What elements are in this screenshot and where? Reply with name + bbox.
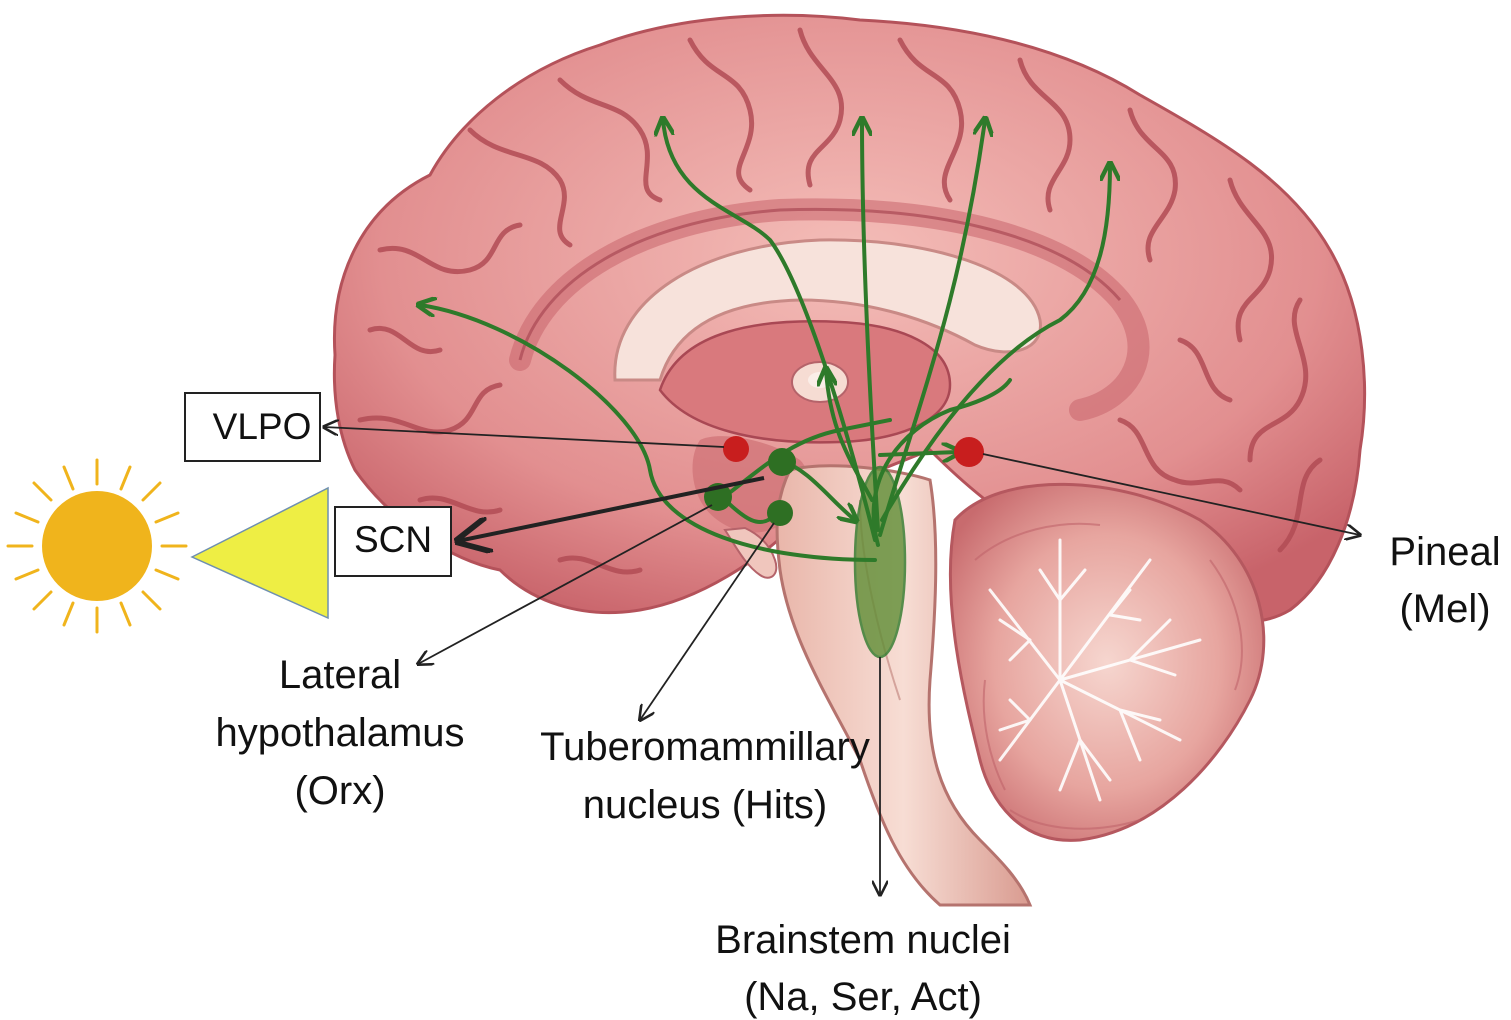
tuberomammillary-node	[767, 500, 793, 526]
pineal-label: Pineal (Mel)	[1389, 530, 1500, 631]
lateral-hypothalamus-line-1: Lateral	[279, 653, 401, 697]
vlpo-label: VLPO	[213, 406, 312, 447]
scn-label: SCN	[354, 519, 432, 560]
light-input-triangle	[190, 486, 329, 620]
pineal-line-2: (Mel)	[1399, 587, 1490, 631]
scn-label-box: SCN	[334, 506, 452, 577]
tuberomammillary-line-2: nucleus (Hits)	[583, 783, 828, 827]
vlpo-label-box: VLPO	[184, 392, 321, 462]
lateral-hypothalamus-label: Lateral hypothalamus (Orx)	[215, 653, 464, 813]
brainstem-label: Brainstem nuclei (Na, Ser, Act)	[715, 918, 1011, 1019]
tuberomammillary-upper-node	[768, 448, 796, 476]
brainstem-line-2: (Na, Ser, Act)	[744, 975, 982, 1019]
annotation-arrows	[324, 427, 1360, 895]
pineal-node	[954, 437, 984, 467]
tuberomammillary-label: Tuberomammillary nucleus (Hits)	[540, 725, 870, 827]
brainstem-line-1: Brainstem nuclei	[715, 918, 1011, 962]
sun-icon	[6, 458, 188, 634]
lateral-hypothalamus-line-2: hypothalamus	[215, 711, 464, 755]
brainstem	[775, 464, 1033, 907]
lateral-hypothalamus-line-3: (Orx)	[294, 769, 385, 813]
tuberomammillary-line-1: Tuberomammillary	[540, 725, 870, 769]
pineal-line-1: Pineal	[1389, 530, 1500, 574]
arousal-pathways	[420, 120, 1110, 562]
cerebellum	[948, 482, 1266, 842]
vlpo-node	[723, 436, 749, 462]
